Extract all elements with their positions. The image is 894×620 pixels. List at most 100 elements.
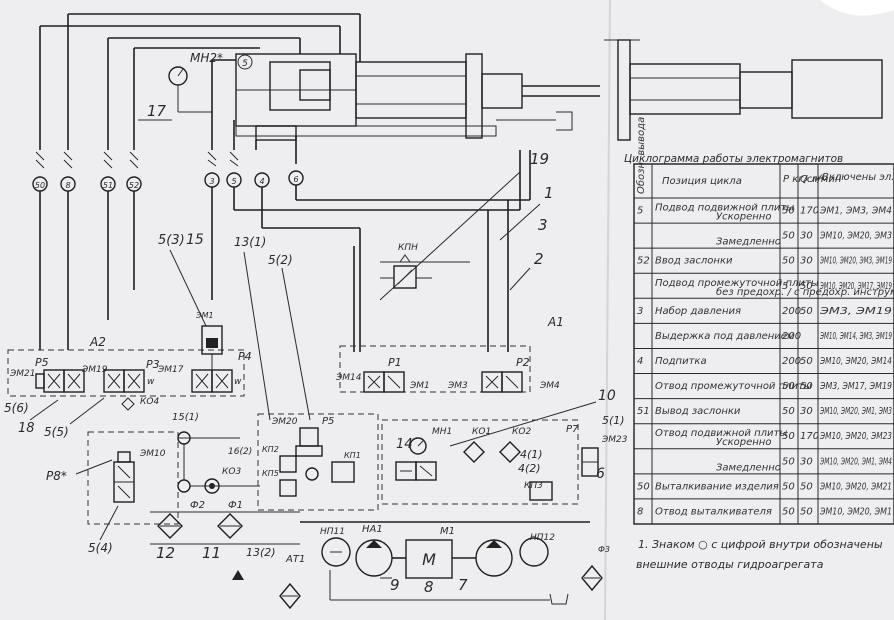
table-cell-p: 200 — [782, 331, 801, 342]
valve-em10: ЭМ10 Р8* — [46, 449, 166, 503]
fold-line — [604, 0, 611, 620]
label-em23: ЭМ23 — [601, 435, 628, 445]
svg-text:6: 6 — [293, 175, 298, 184]
table-cell-magnets: ЭМ10, ЭМ20, ЭМ14 — [819, 356, 892, 367]
table-cell-p: 200 — [782, 306, 801, 317]
table-cell-subposition: Ускоренно — [716, 437, 771, 448]
th-op: Обозн. вывода — [635, 117, 647, 194]
table-cell-p: 50 — [782, 256, 795, 267]
filter-11: 11 — [202, 513, 243, 562]
block-a2 — [7, 349, 245, 397]
label-f1: Ф1 — [228, 500, 243, 511]
block-kp — [257, 413, 379, 511]
table-cell-magnets: ЭМ10, ЭМ20, ЭМ23 — [819, 431, 892, 442]
table-cell-magnets: ЭМ10, ЭМ14, ЭМ3, ЭМ19 — [819, 331, 892, 342]
label-10: 10 — [598, 388, 616, 404]
label-kp1: КП1 — [344, 451, 361, 460]
label-f2: Ф2 — [190, 500, 205, 511]
feed-lines — [234, 150, 531, 352]
lower-left-labels: 5(6) 18 5(5) КО4 15(1) — [4, 397, 199, 439]
table-cell-p: 50 — [782, 431, 795, 442]
th-p: P кг/см² — [783, 174, 824, 185]
label-em21: ЭМ21 — [9, 369, 36, 379]
label-7: 7 — [458, 576, 468, 594]
label-p4: Р4 — [238, 350, 252, 363]
table-cell-position: Ввод заслонки — [655, 256, 733, 267]
top-pipelines — [39, 13, 361, 164]
table-cell-op: 4 — [637, 356, 643, 367]
label-15-1: 15(1) — [172, 412, 199, 423]
filter-f3: Ф3 — [581, 545, 610, 592]
label-em19: ЭМ19 — [81, 365, 108, 375]
table-cell-q: 50 — [800, 481, 813, 492]
svg-text:4: 4 — [259, 177, 264, 186]
label-p1: Р1 — [388, 356, 402, 369]
label-em10: ЭМ10 — [139, 449, 166, 459]
valve-p3-spring: w — [147, 377, 155, 387]
table-cell-p: 50 — [782, 456, 795, 467]
label-em3: ЭМ3 — [447, 381, 468, 391]
label-14: 14 — [396, 437, 413, 452]
table-cell-magnets: ЭМ10, ЭМ20, ЭМ3, ЭМ19 — [819, 256, 892, 267]
label-15: 15 — [186, 232, 204, 248]
table-cell-magnets: ЭМ3, ЭМ17, ЭМ19 — [819, 381, 892, 392]
table-cell-position: Подпитка — [655, 356, 707, 367]
table-cell-magnets: ЭМ1, ЭМ3, ЭМ4 — [819, 206, 892, 217]
label-p5-mid: Р5 — [322, 416, 334, 427]
valve-p4: w Р4 ЭМ17 — [157, 350, 252, 393]
label-np11: НП11 — [320, 527, 345, 537]
table-cell-op: 5 — [637, 206, 643, 217]
label-2: 2 — [534, 250, 544, 268]
table-cell-op: 3 — [637, 306, 643, 317]
svg-text:52: 52 — [129, 181, 139, 190]
footnote-line2: внешние отводы гидроагрегата — [636, 558, 824, 571]
table-cell-q: 50 — [800, 356, 813, 367]
table-cell-position: Набор давления — [655, 305, 741, 317]
label-8: 8 — [424, 578, 434, 596]
label-kp5: КП5 — [262, 469, 279, 478]
label-p8: Р8* — [46, 469, 67, 483]
label-mn1: МН1 — [432, 427, 452, 437]
label-6: 6 — [596, 466, 605, 482]
table-cell-q: 170 — [800, 206, 819, 217]
press-unit: 5 — [235, 39, 883, 141]
table-cell-op: 50 — [637, 481, 650, 492]
label-p3: Р3 — [146, 358, 160, 371]
table-cell-position: Вывод заслонки — [655, 406, 741, 417]
label-5-5: 5(5) — [44, 425, 69, 439]
cyclogram-table: Циклограмма работы электромагнитов Обозн… — [624, 117, 894, 525]
table-cell-subposition: Ускоренно — [716, 212, 771, 223]
label-em1-top: ЭМ1 — [195, 311, 214, 320]
valve-p2: Р2 ЭМ3 ЭМ4 — [447, 356, 560, 393]
table-cell-position: Подвод промежуточной плиты — [655, 278, 819, 289]
valve-p5-left: Р5 ЭМ21 — [9, 356, 85, 393]
table-cell-q: 30 — [800, 406, 813, 417]
table-cell-magnets: ЭМ10, ЭМ20, ЭМ1 — [819, 506, 892, 517]
label-p7: Р7 — [566, 424, 579, 435]
valves-kp2-kp5: КП2 КП5 КП1 — [262, 445, 361, 497]
label-5-4: 5(4) — [88, 541, 113, 555]
svg-text:5: 5 — [231, 177, 236, 186]
label-13-1: 13(1) — [234, 235, 266, 249]
label-m1: М1 — [440, 526, 455, 537]
filter-12: 12 — [156, 513, 183, 562]
table-cell-q: 30 — [800, 256, 813, 267]
gauge-mn1: МН1 14 — [395, 427, 452, 481]
label-5-6: 5(6) — [4, 401, 29, 415]
label-11: 11 — [202, 544, 221, 562]
label-at1: АТ1 — [285, 554, 305, 565]
block-a1 — [339, 345, 531, 393]
table-cell-q: 50 — [800, 306, 813, 317]
label-p2: Р2 — [516, 356, 530, 369]
label-5-3: 5(3) — [158, 233, 185, 248]
table-cell-q: 50 — [800, 506, 813, 517]
label-12: 12 — [156, 544, 175, 562]
table-cell-subposition: без предохр. / с предохр. инструмента — [716, 286, 894, 298]
table-cell-p: 5 — [782, 281, 788, 292]
table-cell-p: 50 — [782, 406, 795, 417]
label-18: 18 — [18, 421, 35, 436]
th-magnets: Включены эл. магниты — [822, 172, 894, 183]
label-1: 1 — [544, 184, 554, 202]
footnote: 1. Знаком ○ с цифрой внутри обозначены в… — [636, 538, 883, 571]
